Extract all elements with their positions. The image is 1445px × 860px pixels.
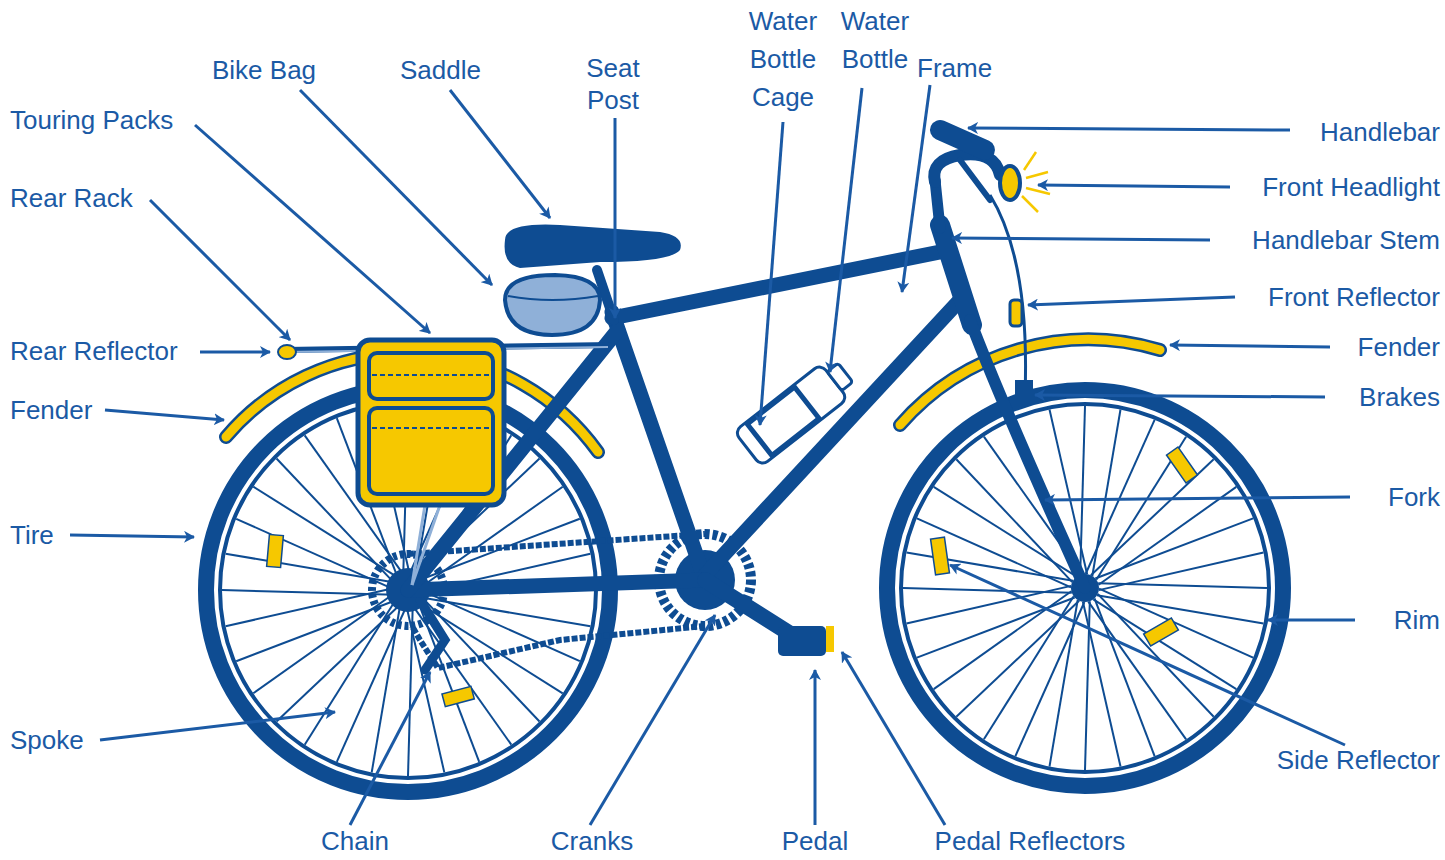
part-label: Handlebar Stem [1252, 225, 1440, 255]
wheels [206, 388, 1283, 792]
part-label: Front Reflector [1268, 282, 1440, 312]
part-label: Cranks [512, 826, 672, 856]
saddle [505, 225, 681, 268]
spoke-line [1099, 553, 1264, 591]
part-label: Touring Packs [10, 105, 173, 135]
side-reflector [267, 534, 284, 567]
side-reflector [931, 537, 950, 575]
part-label: Fender [10, 395, 92, 425]
part-label: Water Bottle [830, 2, 920, 78]
front-reflector [1010, 300, 1022, 326]
fork-blade [970, 320, 1085, 588]
part-label: Side Reflector [1277, 745, 1440, 775]
part-label: Handlebar [1320, 117, 1440, 147]
spoke-line [1080, 406, 1085, 575]
spoke-line [903, 588, 1072, 593]
part-label: Frame [917, 53, 992, 83]
spoke-line [1098, 594, 1214, 717]
part-label: Saddle [400, 55, 481, 85]
part-label: Bike Bag [212, 55, 316, 85]
part-label: Pedal Reflectors [900, 826, 1160, 856]
part-label: Brakes [1359, 382, 1440, 412]
handlebar-grip [940, 130, 985, 150]
frame [408, 180, 1085, 590]
front-fender [900, 339, 1160, 425]
part-label: Water Bottle Cage [738, 2, 828, 116]
head-tube [940, 225, 972, 325]
seat-tube [612, 312, 705, 580]
spoke-line [1099, 589, 1253, 658]
part-label: Rim [1394, 605, 1440, 635]
top-tube [612, 250, 950, 318]
touring-pack [358, 340, 504, 585]
part-label: Spoke [10, 725, 84, 755]
bike-bag-zip [508, 296, 598, 300]
part-label: Seat Post [578, 52, 648, 116]
bike-bag [505, 275, 600, 335]
spoke-line [1095, 518, 1253, 578]
part-label: Front Headlight [1262, 172, 1440, 202]
headlight [1000, 166, 1020, 200]
brake-caliper [1015, 380, 1033, 404]
spoke-line [917, 598, 1075, 658]
brake-lever [960, 160, 990, 200]
part-label: Fender [1358, 332, 1440, 362]
spoke-line [917, 518, 1071, 587]
spoke-line [236, 600, 398, 662]
part-label: Fork [1388, 482, 1440, 512]
leader-lines [70, 85, 1355, 825]
derailleur [420, 600, 445, 670]
part-label: Rear Rack [10, 183, 133, 213]
pedal-reflector [826, 626, 834, 652]
rear-reflector [278, 345, 296, 359]
front-fender-edge [900, 339, 1160, 425]
water-bottle [734, 355, 859, 466]
spoke-line [1086, 420, 1155, 574]
side-reflector [442, 686, 474, 706]
part-label: Tire [10, 520, 54, 550]
part-label: Rear Reflector [10, 336, 178, 366]
spoke-line [956, 601, 1079, 717]
side-reflector [1144, 618, 1179, 646]
chain-bottom [412, 626, 705, 668]
light-rays [1022, 152, 1050, 212]
chain-stay [408, 580, 705, 590]
side-reflector [1167, 447, 1198, 483]
bottle-cage [747, 387, 819, 455]
brake-cable [990, 195, 1026, 395]
spoke-line [1015, 602, 1084, 756]
pedal [778, 626, 826, 656]
part-label: Chain [275, 826, 435, 856]
spoke-line [1095, 598, 1155, 756]
part-label: Pedal [735, 826, 895, 856]
